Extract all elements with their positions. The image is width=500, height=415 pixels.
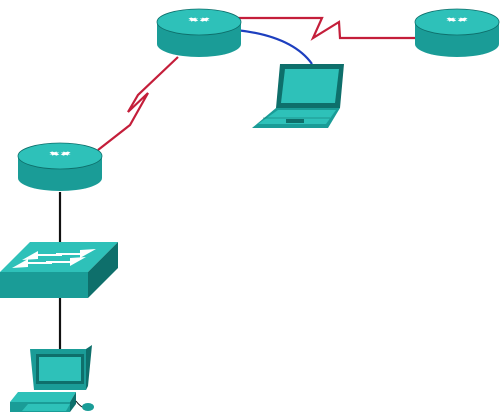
links-layer xyxy=(58,16,418,349)
router-icon[interactable] xyxy=(17,142,103,191)
pc-icon[interactable] xyxy=(10,345,94,412)
router-icon[interactable] xyxy=(156,8,242,57)
serial-link-top-right xyxy=(236,16,418,41)
switch-icon[interactable] xyxy=(0,242,118,298)
router-icon[interactable] xyxy=(414,8,500,57)
serial-link-top-left xyxy=(97,56,179,151)
console-link-top-laptop xyxy=(235,28,313,65)
laptop-icon[interactable] xyxy=(252,64,344,128)
